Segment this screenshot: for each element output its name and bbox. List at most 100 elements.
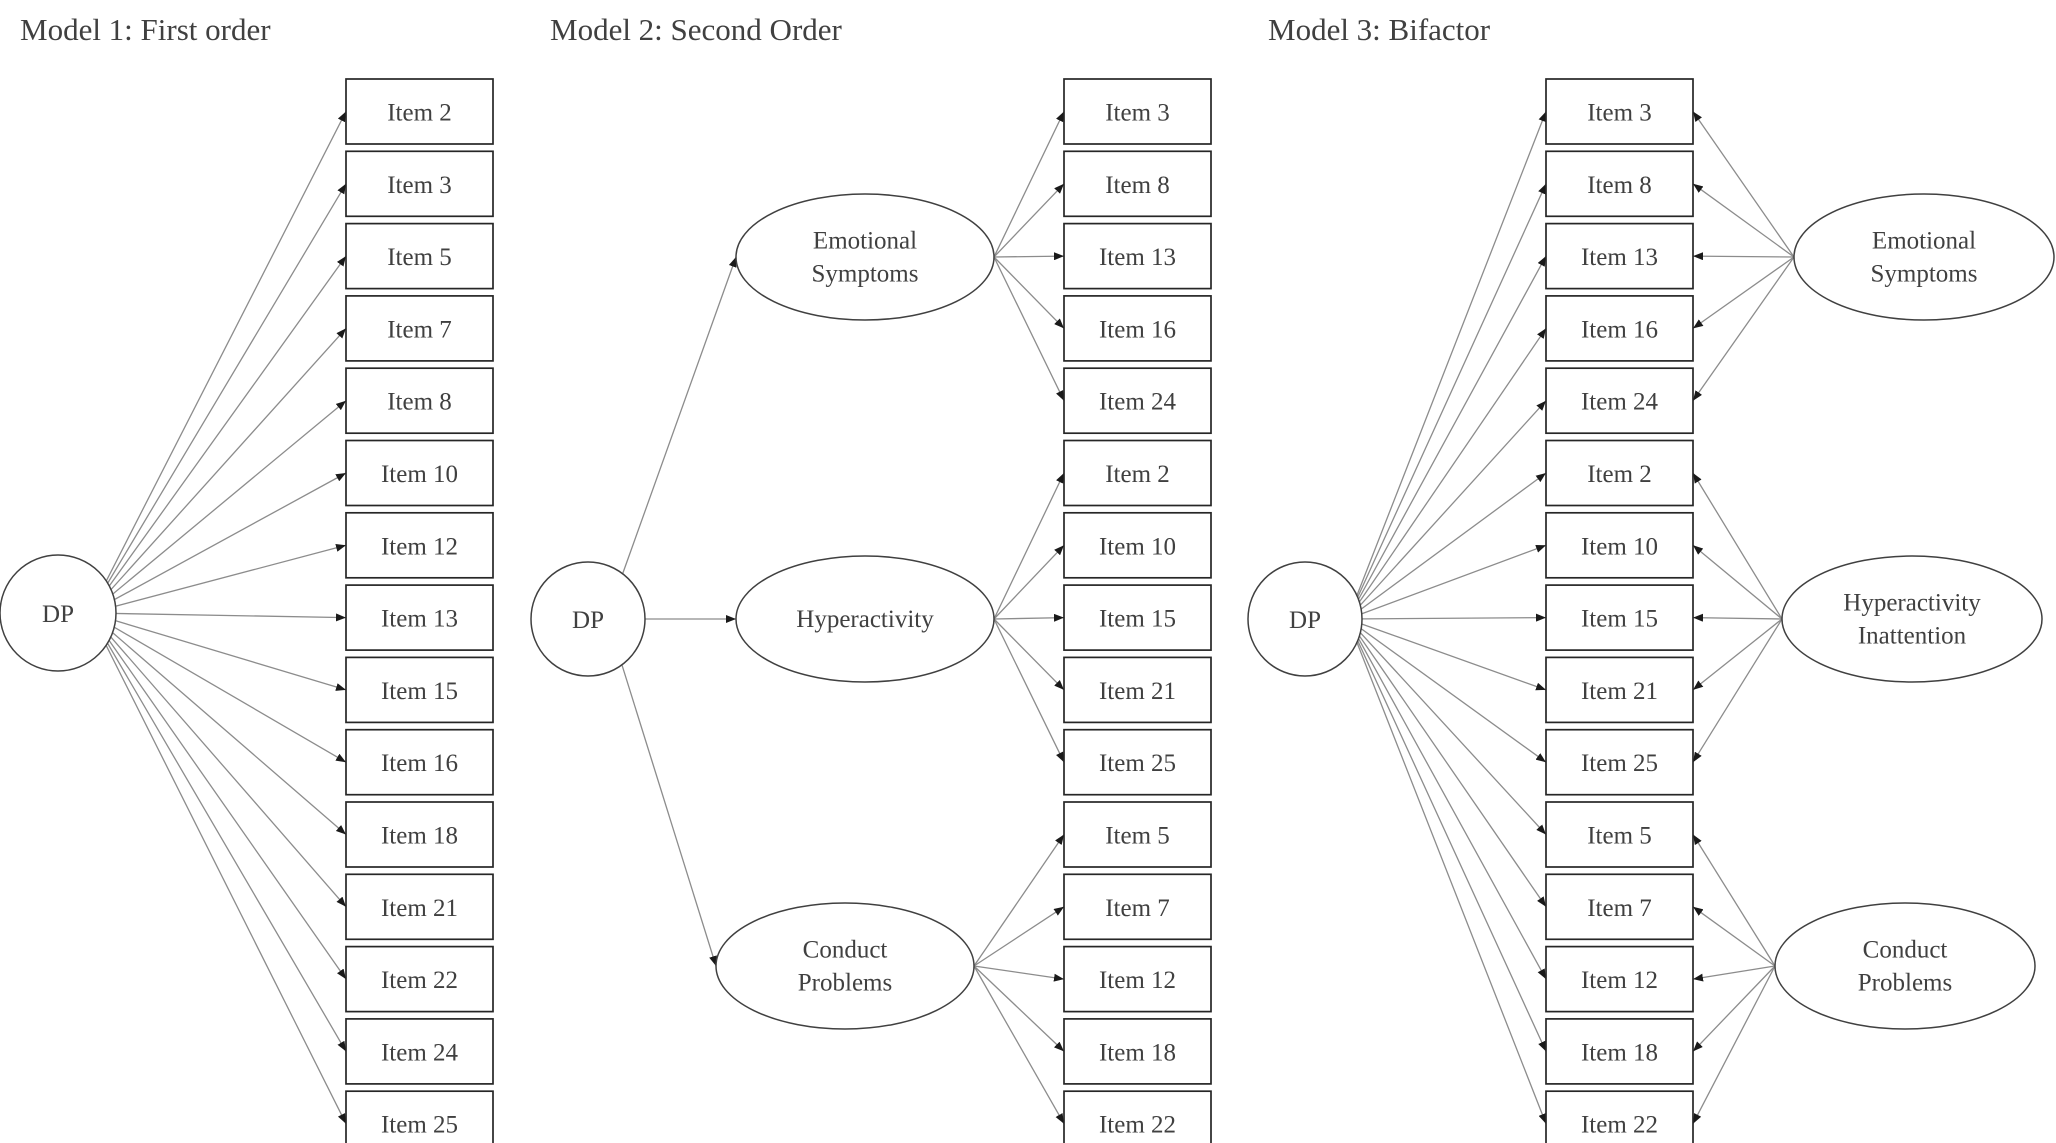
nodes-layer: DP Item 2 Item 3 Item 5 Item 7 Item 8 Item 10 I…: [0, 78, 2055, 1143]
model-1-item-box-item-25: [345, 1090, 494, 1143]
model-1-path-dp-to-item-21: [89, 612, 347, 908]
model-3-item-label-item-13: Item 13: [1581, 244, 1658, 271]
model-1-item-label-item-3: Item 3: [387, 172, 452, 199]
model-3-path-dp-to-item-12: [1347, 618, 1547, 980]
model-3-item-label-item-16: Item 16: [1581, 316, 1658, 343]
model-1-item-box-item-13: [345, 584, 494, 651]
model-2-factor-hyperactivity-label: Hyperactivity: [796, 606, 934, 633]
model-2-general-factor-dp: [530, 561, 646, 677]
model-3-path-dp-to-item-5: [1347, 618, 1547, 835]
model-3-path-factor-1-to-item-24: [1692, 256, 1795, 402]
model-3-item-label-item-8: Item 8: [1587, 172, 1652, 199]
model-1-path-dp-to-item-25: [89, 612, 347, 1124]
model-2-path-dp-to-factor-3: [621, 664, 717, 967]
model-1-general-factor-dp: [0, 554, 117, 672]
model-3-path-dp-to-item-21: [1347, 618, 1547, 691]
model-3-item-label-item-10: Item 10: [1581, 533, 1658, 560]
model-2-path-factor-3-to-item-18: [973, 965, 1065, 1052]
model-1-path-dp-to-item-3: [89, 183, 347, 614]
model-1-path-dp-to-item-12: [89, 543, 347, 614]
model-3-path-factor-3-to-item-22: [1692, 965, 1776, 1124]
model-3-item-label-item-24: Item 24: [1581, 389, 1659, 416]
model-1-path-dp-to-item-22: [89, 612, 347, 980]
model-2-item-label-item-8: Item 8: [1105, 172, 1170, 199]
model-2-item-label-item-21: Item 21: [1099, 678, 1176, 705]
model-3-path-factor-2-to-item-15: [1692, 613, 1783, 622]
model-3-item-label-item-5: Item 5: [1587, 823, 1652, 850]
model-2-path-factor-1-to-item-13: [993, 252, 1065, 261]
model-2-path-factor-1-to-item-8: [993, 183, 1065, 258]
model-2-item-box-item-3: [1063, 78, 1212, 145]
model-2-item-label-item-13: Item 13: [1099, 244, 1176, 271]
model-1-item-label-item-22: Item 22: [381, 967, 458, 994]
model-2-item-label-item-2: Item 2: [1105, 461, 1170, 488]
model-1-item-label-item-21: Item 21: [381, 895, 458, 922]
model-2-path-factor-1-to-item-16: [993, 256, 1065, 329]
model-1-item-label-item-24: Item 24: [381, 1039, 459, 1066]
model-2-item-label-item-18: Item 18: [1099, 1039, 1176, 1066]
model-3-path-factor-1-to-item-16: [1692, 256, 1795, 329]
model-2-path-factor-2-to-item-10: [993, 544, 1065, 620]
model-2-path-factor-2-to-item-21: [993, 618, 1065, 691]
model-3-general-factor-label: DP: [1289, 607, 1321, 634]
model-3-factor-conduct-problems: [1774, 902, 2036, 1030]
model-1-path-dp-to-item-16: [89, 612, 347, 763]
model-2-factor-conduct-problems: [715, 902, 975, 1030]
model-2-item-box-item-16: [1063, 295, 1212, 362]
model-2-item-box-item-13: [1063, 222, 1212, 290]
model-3-path-dp-to-item-22: [1347, 618, 1547, 1124]
model-2-item-label-item-7: Item 7: [1105, 895, 1170, 922]
model-1-path-dp-to-item-7: [89, 327, 347, 614]
model-3-item-box-item-16: [1545, 295, 1694, 362]
model-2-factor-emotional-symptoms: [735, 193, 995, 321]
model-2-item-box-item-24: [1063, 367, 1212, 435]
model-3-item-box-item-25: [1545, 728, 1694, 796]
model-2-item-box-item-25: [1063, 728, 1212, 796]
model-3-factor-emotional-symptoms: [1793, 193, 2055, 321]
model-1-item-box-item-2: [345, 78, 494, 145]
model-3-item-box-item-21: [1545, 656, 1694, 724]
model-1-path-dp-to-item-8: [89, 400, 347, 614]
model-3-item-box-item-5: [1545, 801, 1694, 868]
model-1-item-label-item-7: Item 7: [387, 316, 452, 343]
model-1-item-label-item-16: Item 16: [381, 750, 458, 777]
model-2-path-factor-1-to-item-3: [993, 111, 1065, 258]
model-1-item-box-item-21: [345, 873, 494, 941]
model-2-factor-hyperactivity: [735, 555, 995, 683]
model-2-path-factor-3-to-item-22: [973, 965, 1065, 1125]
model-2-item-label-item-22: Item 22: [1099, 1112, 1176, 1139]
model-3-path-dp-to-item-18: [1347, 618, 1547, 1052]
model-2-item-box-item-5: [1063, 801, 1212, 868]
model-3-item-box-item-8: [1545, 150, 1694, 218]
model-3-item-box-item-24: [1545, 367, 1694, 435]
model-3-path-dp-to-item-7: [1347, 618, 1547, 908]
model-2-item-label-item-16: Item 16: [1099, 316, 1176, 343]
model-3-path-dp-to-item-13: [1347, 255, 1547, 620]
model-3-item-label-item-21: Item 21: [1581, 678, 1658, 705]
model-1-item-box-item-10: [345, 439, 494, 507]
model-1-path-dp-to-item-2: [89, 111, 347, 614]
model-1-item-box-item-18: [345, 801, 494, 868]
model-3-item-label-item-3: Item 3: [1587, 100, 1652, 127]
model-1-path-dp-to-item-18: [89, 612, 347, 835]
model-3-path-factor-1-to-item-8: [1692, 183, 1795, 258]
model-3-item-label-item-7: Item 7: [1587, 895, 1652, 922]
model-3-path-dp-to-item-16: [1347, 328, 1547, 620]
model-3-path-dp-to-item-2: [1347, 472, 1547, 620]
model-2-item-box-item-2: [1063, 439, 1212, 507]
model-3-path-factor-2-to-item-25: [1692, 618, 1783, 763]
model-3-item-box-item-15: [1545, 584, 1694, 651]
model-1-item-label-item-12: Item 12: [381, 533, 458, 560]
model-2-path-factor-3-to-item-5: [973, 834, 1065, 967]
model-2-item-label-item-25: Item 25: [1099, 750, 1176, 777]
model-2-item-label-item-3: Item 3: [1105, 100, 1170, 127]
model-1-item-label-item-25: Item 25: [381, 1112, 458, 1139]
model-1-item-box-item-3: [345, 150, 494, 218]
model-3-item-box-item-12: [1545, 945, 1694, 1013]
model-3-item-box-item-10: [1545, 511, 1694, 579]
model-1-item-box-item-22: [345, 945, 494, 1013]
